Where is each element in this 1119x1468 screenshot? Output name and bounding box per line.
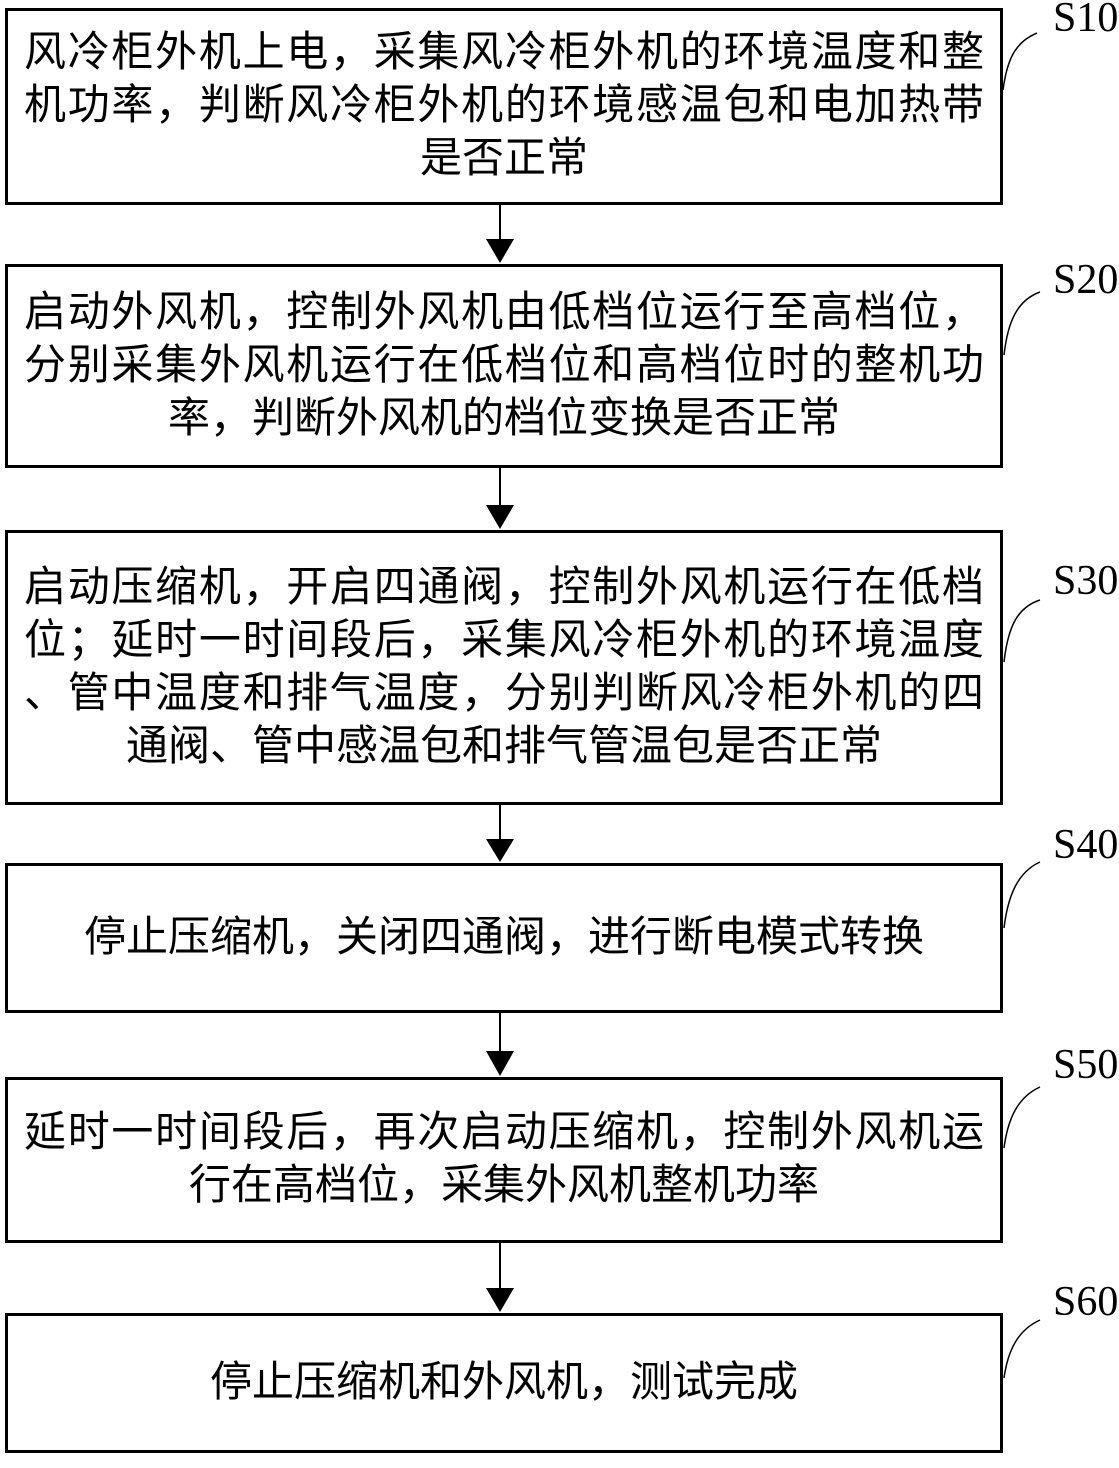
flow-arrow-s10-s20 bbox=[486, 205, 514, 263]
step-text-line: 风冷柜外机上电，采集风冷柜外机的环境温度和整 bbox=[24, 30, 984, 76]
leader-line-s60 bbox=[1003, 1319, 1041, 1379]
leader-line-s40 bbox=[1003, 861, 1041, 929]
step-text-line: 分别采集外风机运行在低档位和高档位时的整机功 bbox=[24, 342, 984, 389]
leader-line-s20 bbox=[1003, 291, 1041, 356]
step-box-s40: 停止压缩机，关闭四通阀，进行断电模式转换 bbox=[5, 863, 1003, 1013]
step-text-s40: 停止压缩机，关闭四通阀，进行断电模式转换 bbox=[24, 912, 984, 965]
flow-arrow-s30-s40 bbox=[486, 805, 514, 862]
leader-line-s30 bbox=[1003, 599, 1041, 663]
step-text-line: 停止压缩机和外风机，测试完成 bbox=[209, 1359, 798, 1406]
flow-arrow-s50-s60 bbox=[486, 1243, 514, 1312]
step-text-s20: 启动外风机，控制外风机由低档位运行至高档位， 分别采集外风机运行在低档位和高档位… bbox=[24, 287, 984, 446]
step-text-line: 启动外风机，控制外风机由低档位运行至高档位， bbox=[24, 289, 984, 336]
step-text-line: 启动压缩机，开启四通阀，控制外风机运行在低档 bbox=[24, 564, 984, 611]
step-text-line: 机功率，判断风冷柜外机的环境感温包和电加热带 bbox=[24, 83, 984, 129]
step-text-line: 行在高档位，采集外风机整机功率 bbox=[188, 1163, 819, 1209]
step-label-s60: S60 bbox=[1053, 1279, 1119, 1325]
leader-line-s10 bbox=[1002, 32, 1038, 91]
step-label-s10: S10 bbox=[1053, 0, 1119, 41]
leader-line-s50 bbox=[1003, 1086, 1041, 1149]
step-label-s30: S30 bbox=[1053, 558, 1119, 604]
step-label-s20: S20 bbox=[1053, 257, 1119, 303]
flow-arrow-s40-s50 bbox=[486, 1013, 514, 1076]
step-text-line: 位；延时一时间段后，采集风冷柜外机的环境温度 bbox=[24, 617, 984, 664]
step-text-line: 率，判断外风机的档位变换是否正常 bbox=[167, 395, 840, 442]
step-text-s50: 延时一时间段后，再次启动压缩机，控制外风机运 行在高档位，采集外风机整机功率 bbox=[24, 1107, 984, 1213]
step-text-s30: 启动压缩机，开启四通阀，控制外风机运行在低档 位；延时一时间段后，采集风冷柜外机… bbox=[24, 562, 984, 774]
step-text-line: 是否正常 bbox=[419, 136, 588, 182]
step-text-line: 、管中温度和排气温度，分别判断风冷柜外机的四 bbox=[24, 670, 984, 717]
step-text-line: 通阀、管中感温包和排气管温包是否正常 bbox=[125, 723, 882, 770]
flow-arrow-s20-s30 bbox=[486, 468, 514, 529]
step-box-s50: 延时一时间段后，再次启动压缩机，控制外风机运 行在高档位，采集外风机整机功率 bbox=[5, 1077, 1003, 1243]
step-box-s30: 启动压缩机，开启四通阀，控制外风机运行在低档 位；延时一时间段后，采集风冷柜外机… bbox=[5, 530, 1003, 805]
step-text-s10: 风冷柜外机上电，采集风冷柜外机的环境温度和整 机功率，判断风冷柜外机的环境感温包… bbox=[24, 27, 984, 186]
step-text-s60: 停止压缩机和外风机，测试完成 bbox=[24, 1357, 984, 1410]
step-box-s20: 启动外风机，控制外风机由低档位运行至高档位， 分别采集外风机运行在低档位和高档位… bbox=[5, 264, 1003, 468]
step-label-s50: S50 bbox=[1053, 1042, 1119, 1088]
step-box-s60: 停止压缩机和外风机，测试完成 bbox=[5, 1313, 1003, 1453]
step-label-s40: S40 bbox=[1053, 822, 1119, 868]
step-text-line: 停止压缩机，关闭四通阀，进行断电模式转换 bbox=[83, 914, 924, 961]
step-text-line: 延时一时间段后，再次启动压缩机，控制外风机运 bbox=[24, 1110, 984, 1156]
step-box-s10: 风冷柜外机上电，采集风冷柜外机的环境温度和整 机功率，判断风冷柜外机的环境感温包… bbox=[5, 8, 1003, 205]
